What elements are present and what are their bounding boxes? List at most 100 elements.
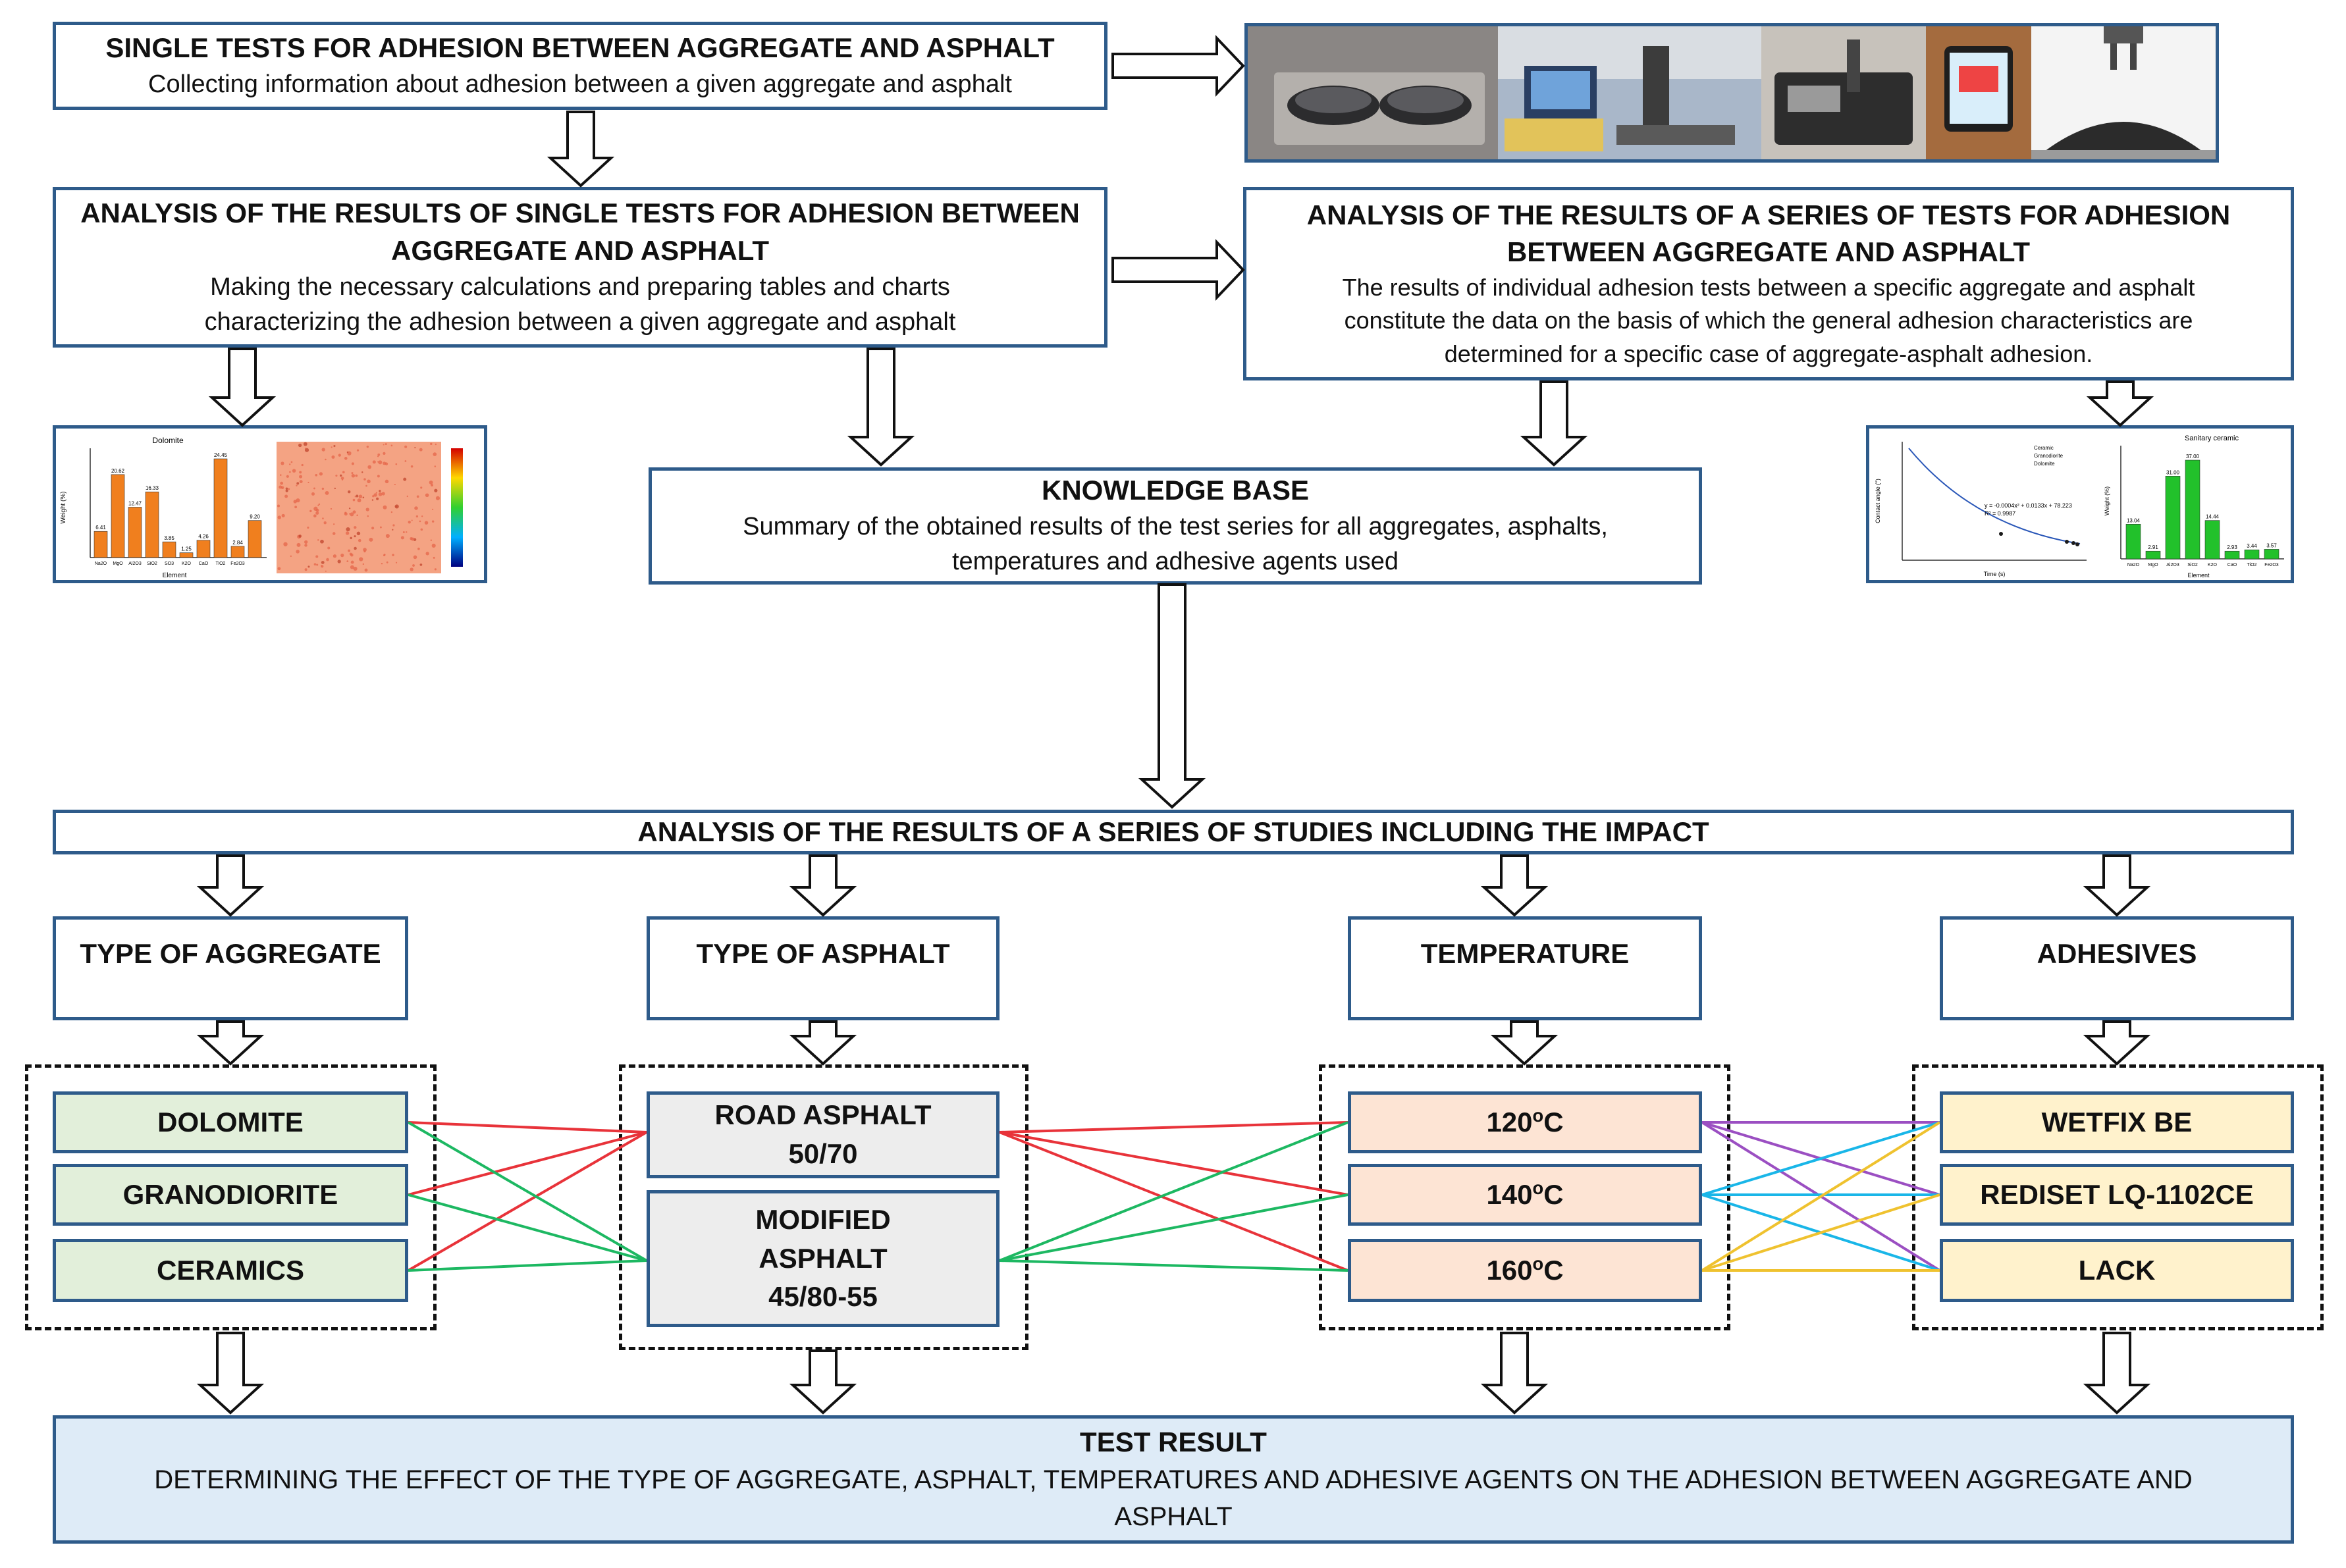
heatmap-speck (395, 562, 398, 563)
heatmap-speck (383, 505, 387, 510)
heatmap-speck (321, 561, 325, 564)
heatmap-speck (378, 460, 383, 465)
ceramic-bar (2165, 476, 2181, 560)
heatmap-speck (352, 510, 356, 514)
arrow-adhesive-options (2083, 1020, 2151, 1066)
heatmap-speck (296, 542, 301, 547)
category-asphalt: TYPE OF ASPHALT (647, 916, 1000, 1020)
temperature-2-value: 140 (1486, 1178, 1533, 1210)
heatmap-speck (331, 446, 333, 448)
dolomite-bar-label: 9.20 (250, 514, 260, 520)
asphalt-mod-line-3: 45/80-55 (768, 1281, 878, 1313)
heatmap-speck (330, 508, 333, 510)
arrow-temperature-options (1490, 1020, 1559, 1066)
heatmap-speck (313, 563, 317, 566)
arrow-to-dolomite-chart (208, 348, 277, 427)
heatmap-speck (383, 444, 385, 446)
adhesive-option-3: LACK (1940, 1239, 2294, 1302)
heatmap-speck (379, 490, 381, 492)
heatmap-speck (290, 461, 293, 463)
heatmap-speck (432, 508, 434, 510)
category-aggregate-label: TYPE OF AGGREGATE (80, 938, 381, 969)
dolomite-bar-label: 12.47 (128, 500, 142, 506)
arrow-aggregate-result (196, 1332, 265, 1415)
analysis-single-title-1: ANALYSIS OF THE RESULTS OF SINGLE TESTS … (80, 197, 1080, 229)
curve-ylabel: Contact angle (°) (1875, 479, 1881, 523)
curve-r2: R² = 0.9987 (1985, 510, 2015, 517)
heatmap-speck (408, 520, 411, 524)
heatmap-speck (366, 445, 369, 448)
heatmap-speck (342, 471, 345, 474)
heatmap-speck (353, 566, 358, 571)
dolomite-chart-xlabel: Element (163, 572, 187, 579)
ceramic-bar-label: 3.57 (2266, 542, 2277, 548)
heatmap-speck (279, 485, 282, 489)
heatmap-speck (335, 475, 338, 477)
temperature-option-1-label: 120oC (1486, 1103, 1563, 1142)
analysis-series-title-2: BETWEEN AGGREGATE AND ASPHALT (1506, 236, 2031, 268)
heatmap-speck (316, 563, 319, 566)
heatmap-speck (334, 487, 336, 490)
dolomite-bar-label: 6.41 (95, 525, 106, 531)
heatmap-speck (379, 526, 382, 529)
heatmap-speck (304, 544, 307, 547)
heatmap-speck (377, 475, 380, 478)
heatmap-speck (301, 463, 304, 467)
heatmap-speck (325, 458, 327, 461)
ceramic-category-label: CaO (2227, 563, 2237, 567)
heatmap-speck (390, 444, 393, 447)
heatmap-speck (417, 547, 420, 550)
heatmap-speck (346, 527, 350, 532)
analysis-series-text-1: The results of individual adhesion tests… (1342, 274, 2195, 301)
heatmap-speck (400, 536, 404, 540)
heatmap-speck (346, 560, 349, 562)
ceramic-category-label: MgO (2148, 563, 2158, 567)
heatmap-speck (355, 474, 358, 477)
asphalt-mod-line-2: ASPHALT (759, 1242, 888, 1274)
heatmap-speck (307, 565, 310, 568)
series-charts: Time (s) Contact angle (°) y = -0.0004x²… (1875, 434, 2284, 579)
analysis-series-box: ANALYSIS OF THE RESULTS OF A SERIES OF T… (1243, 187, 2294, 380)
aggregate-option-3: CERAMICS (53, 1239, 408, 1302)
heatmap-speck (435, 443, 437, 446)
heatmap-speck (362, 496, 365, 499)
heatmap-speck (313, 487, 315, 490)
category-temperature: TEMPERATURE (1348, 916, 1702, 1020)
dolomite-bar (213, 458, 228, 558)
arrow-to-series-chart (2086, 380, 2154, 427)
heatmap-speck (395, 463, 398, 465)
asphalt-option-road: ROAD ASPHALT 50/70 (647, 1091, 1000, 1178)
dolomite-heatmap (277, 442, 441, 573)
temperature-1-degree: o (1532, 1105, 1544, 1126)
heatmap-speck (430, 539, 433, 541)
heatmap-speck (338, 454, 341, 457)
heatmap-speck (381, 492, 385, 496)
heatmap-speck (371, 499, 374, 501)
heatmap-speck (411, 537, 415, 541)
heatmap-speck (367, 479, 371, 484)
aggregate-option-1-label: DOLOMITE (157, 1106, 304, 1137)
heatmap-speck (303, 442, 307, 446)
heatmap-speck (434, 488, 438, 492)
analysis-series-text-3: determined for a specific case of aggreg… (1444, 340, 2093, 367)
heatmap-speck (326, 558, 329, 562)
heatmap-speck (344, 457, 348, 460)
dolomite-bar (162, 541, 176, 558)
heatmap-speck (345, 531, 350, 535)
heatmap-speck (280, 474, 282, 476)
heatmap-speck (367, 465, 372, 469)
heatmap-speck (363, 550, 366, 553)
category-adhesives: ADHESIVES (1940, 916, 2294, 1020)
heatmap-speck (412, 564, 415, 567)
heatmap-speck (364, 568, 368, 572)
dolomite-bar-label: 2.84 (232, 540, 243, 546)
heatmap-speck (385, 479, 389, 484)
arrow-to-temperature (1480, 854, 1549, 917)
heatmap-speck (410, 567, 413, 571)
heatmap-colorbar (451, 448, 463, 567)
temperature-3-degree: o (1532, 1253, 1544, 1274)
adhesive-option-2: REDISET LQ-1102CE (1940, 1164, 2294, 1226)
temperature-3-value: 160 (1486, 1254, 1533, 1286)
temperature-option-3-label: 160oC (1486, 1251, 1563, 1290)
heatmap-speck (280, 481, 284, 485)
